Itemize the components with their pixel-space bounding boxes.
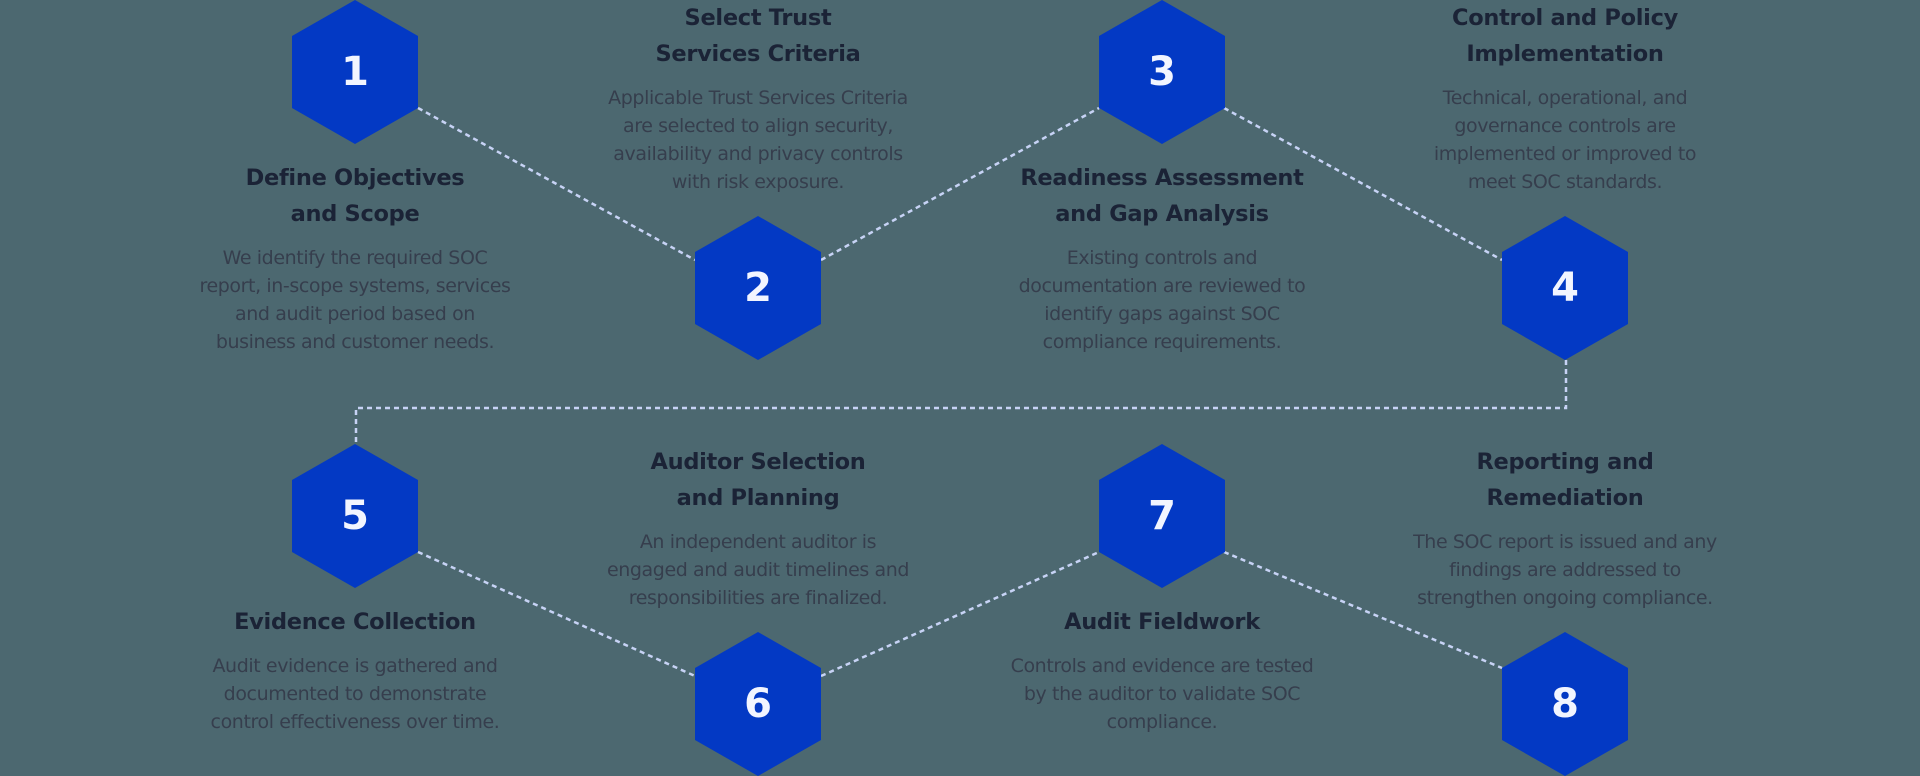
description-line: are selected to align security, [623,115,893,137]
description-line: documented to demonstrate [223,683,487,705]
step-2-description: Applicable Trust Services Criteria are s… [568,84,948,196]
description-line: Audit evidence is gathered and [212,655,498,677]
description-line: governance controls are [1454,115,1676,137]
step-2-hexagon: 2 [695,216,821,360]
step-7-description: Controls and evidence are tested by the … [972,652,1352,736]
step-7-hexagon: 7 [1099,444,1225,588]
title-line: Audit Fieldwork [1064,609,1260,635]
description-line: compliance requirements. [1042,331,1282,353]
step-6-number: 6 [744,681,772,727]
step-1-number: 1 [341,49,369,95]
title-line: Reporting and [1476,449,1654,475]
title-line: Control and Policy [1452,5,1678,31]
step-5-description: Audit evidence is gathered and documente… [165,652,545,736]
connector-4-5 [354,360,1568,444]
step-5-title: Evidence Collection [165,604,545,640]
step-8-number: 8 [1551,681,1579,727]
title-line: Evidence Collection [234,609,476,635]
title-line: and Gap Analysis [1055,201,1269,227]
step-1-text: Define Objectives and Scope We identify … [165,160,545,356]
description-line: identify gaps against SOC [1044,303,1280,325]
step-1-hexagon: 1 [292,0,418,144]
description-line: findings are addressed to [1449,559,1681,581]
step-4-number: 4 [1551,265,1579,311]
title-line: Select Trust [684,5,832,31]
description-line: availability and privacy controls [613,143,903,165]
step-8-description: The SOC report is issued and any finding… [1375,528,1755,612]
title-line: and Planning [676,485,840,511]
step-6-hexagon: 6 [695,632,821,776]
description-line: compliance. [1106,711,1218,733]
step-3-hexagon: 3 [1099,0,1225,144]
description-line: control effectiveness over time. [210,711,500,733]
description-line: We identify the required SOC [222,247,488,269]
description-line: engaged and audit timelines and [606,559,910,581]
step-5-text: Evidence Collection Audit evidence is ga… [165,604,545,736]
step-5-hexagon: 5 [292,444,418,588]
step-1-title: Define Objectives and Scope [165,160,545,232]
step-4-description: Technical, operational, and governance c… [1375,84,1755,196]
step-3-number: 3 [1148,49,1176,95]
description-line: An independent auditor is [639,531,877,553]
step-7-number: 7 [1148,493,1176,539]
description-line: The SOC report is issued and any [1413,531,1717,553]
description-line: Controls and evidence are tested [1010,655,1314,677]
description-line: strengthen ongoing compliance. [1417,587,1713,609]
title-line: Services Criteria [655,41,861,67]
step-4-hexagon: 4 [1502,216,1628,360]
description-line: report, in-scope systems, services [199,275,511,297]
step-2-text: Select Trust Services Criteria Applicabl… [568,0,948,196]
description-line: and audit period based on [235,303,475,325]
description-line: Technical, operational, and [1442,87,1688,109]
description-line: business and customer needs. [215,331,495,353]
title-line: Implementation [1466,41,1664,67]
step-4-text: Control and Policy Implementation Techni… [1375,0,1755,196]
description-line: with risk exposure. [671,171,845,193]
step-2-number: 2 [744,265,772,311]
description-line: Existing controls and [1066,247,1258,269]
title-line: and Scope [290,201,420,227]
step-6-text: Auditor Selection and Planning An indepe… [568,444,948,612]
step-3-title: Readiness Assessment and Gap Analysis [972,160,1352,232]
description-line: by the auditor to validate SOC [1023,683,1301,705]
title-line: Auditor Selection [650,449,866,475]
step-2-title: Select Trust Services Criteria [568,0,948,72]
step-8-text: Reporting and Remediation The SOC report… [1375,444,1755,612]
step-7-text: Audit Fieldwork Controls and evidence ar… [972,604,1352,736]
step-8-hexagon: 8 [1502,632,1628,776]
title-line: Remediation [1486,485,1644,511]
step-3-text: Readiness Assessment and Gap Analysis Ex… [972,160,1352,356]
title-line: Readiness Assessment [1020,165,1304,191]
title-line: Define Objectives [245,165,465,191]
step-7-title: Audit Fieldwork [972,604,1352,640]
step-5-number: 5 [341,493,369,539]
step-3-description: Existing controls and documentation are … [972,244,1352,356]
description-line: responsibilities are finalized. [628,587,888,609]
description-line: Applicable Trust Services Criteria [608,87,908,109]
step-8-title: Reporting and Remediation [1375,444,1755,516]
description-line: implemented or improved to [1433,143,1697,165]
step-4-title: Control and Policy Implementation [1375,0,1755,72]
step-6-description: An independent auditor is engaged and au… [568,528,948,612]
description-line: meet SOC standards. [1467,171,1663,193]
step-1-description: We identify the required SOC report, in-… [165,244,545,356]
step-6-title: Auditor Selection and Planning [568,444,948,516]
description-line: documentation are reviewed to [1018,275,1306,297]
